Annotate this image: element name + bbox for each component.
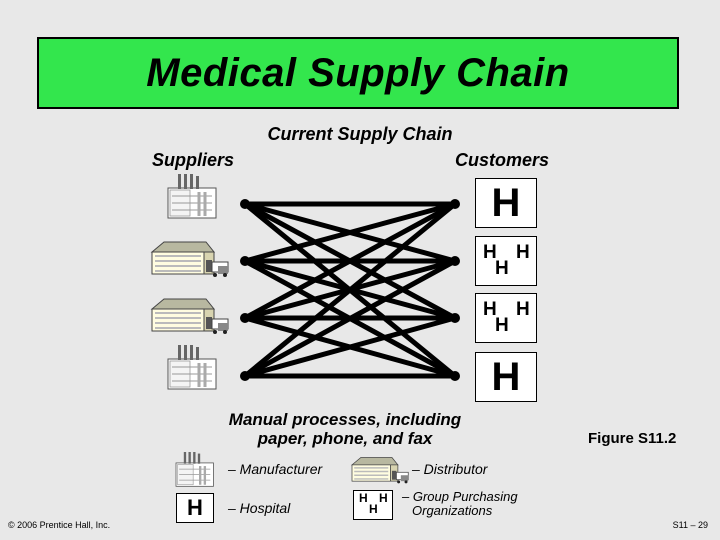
group-h-icon: H H H (475, 236, 537, 286)
hospital-h-icon: H (475, 352, 537, 402)
hospital-h-icon: H (475, 178, 537, 228)
legend-manufacturer: – Manufacturer (228, 461, 323, 477)
process-note: Manual processes, including paper, phone… (228, 410, 462, 448)
factory-icon (174, 450, 215, 488)
diagram-subtitle: Current Supply Chain (267, 124, 453, 144)
supplier-dots (240, 199, 250, 381)
customer-dots (450, 199, 460, 381)
factory-icon (166, 172, 218, 220)
title-banner: Medical Supply Chain (37, 37, 679, 109)
legend-distributor: – Distributor (412, 461, 488, 477)
legend-hospital: – Hospital (228, 500, 291, 516)
page-number: S11 – 29 (672, 520, 708, 530)
legend-gpo: – Group Purchasing Organizations (402, 489, 518, 518)
copyright: © 2006 Prentice Hall, Inc. (8, 520, 111, 530)
warehouse-truck-icon (151, 241, 229, 278)
group-h-icon: H H H (353, 490, 393, 520)
warehouse-truck-icon (351, 456, 409, 485)
hospital-h-icon: H (176, 493, 214, 523)
figure-label: Figure S11.2 (588, 430, 677, 447)
group-h-icon: H H H (475, 293, 537, 343)
connection-lines (243, 201, 457, 379)
factory-icon (166, 343, 218, 391)
warehouse-truck-icon (151, 298, 229, 335)
page-title: Medical Supply Chain (146, 50, 570, 95)
customers-label: Customers (455, 150, 550, 170)
suppliers-label: Suppliers (152, 150, 235, 170)
